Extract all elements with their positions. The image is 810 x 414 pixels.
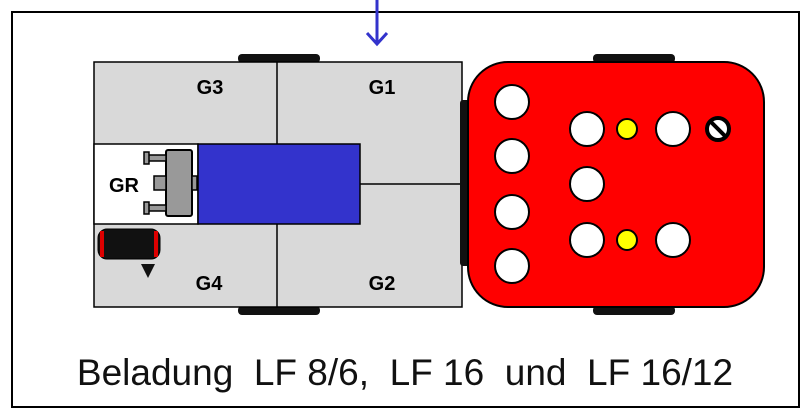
label-g3: G3: [197, 77, 224, 99]
wheel-rear-top: [238, 54, 320, 63]
no-entry-icon: [705, 116, 731, 142]
wheel-front-bottom: [593, 306, 675, 315]
pump-icon: [143, 149, 198, 217]
seat: [569, 166, 605, 202]
seat: [655, 111, 691, 147]
seat: [494, 194, 530, 230]
label-g4: G4: [196, 273, 224, 295]
seat: [655, 222, 691, 258]
label-g1: G1: [369, 77, 396, 99]
blue-block: [197, 143, 361, 225]
down-arrow-icon: [365, 0, 389, 47]
seat: [494, 138, 530, 174]
seat: [494, 84, 530, 120]
seat: [569, 111, 605, 147]
label-gr: GR: [109, 175, 140, 197]
label-g2: G2: [369, 273, 396, 295]
loading-caption: Beladung LF 8/6, LF 16 und LF 16/12: [76, 352, 734, 393]
seat-marker: [616, 229, 638, 251]
seat: [569, 222, 605, 258]
hose-reel-icon: [97, 228, 161, 278]
seat-marker: [616, 118, 638, 140]
seat: [494, 248, 530, 284]
wheel-front-top: [593, 54, 675, 63]
wheel-rear-bottom: [238, 306, 320, 315]
